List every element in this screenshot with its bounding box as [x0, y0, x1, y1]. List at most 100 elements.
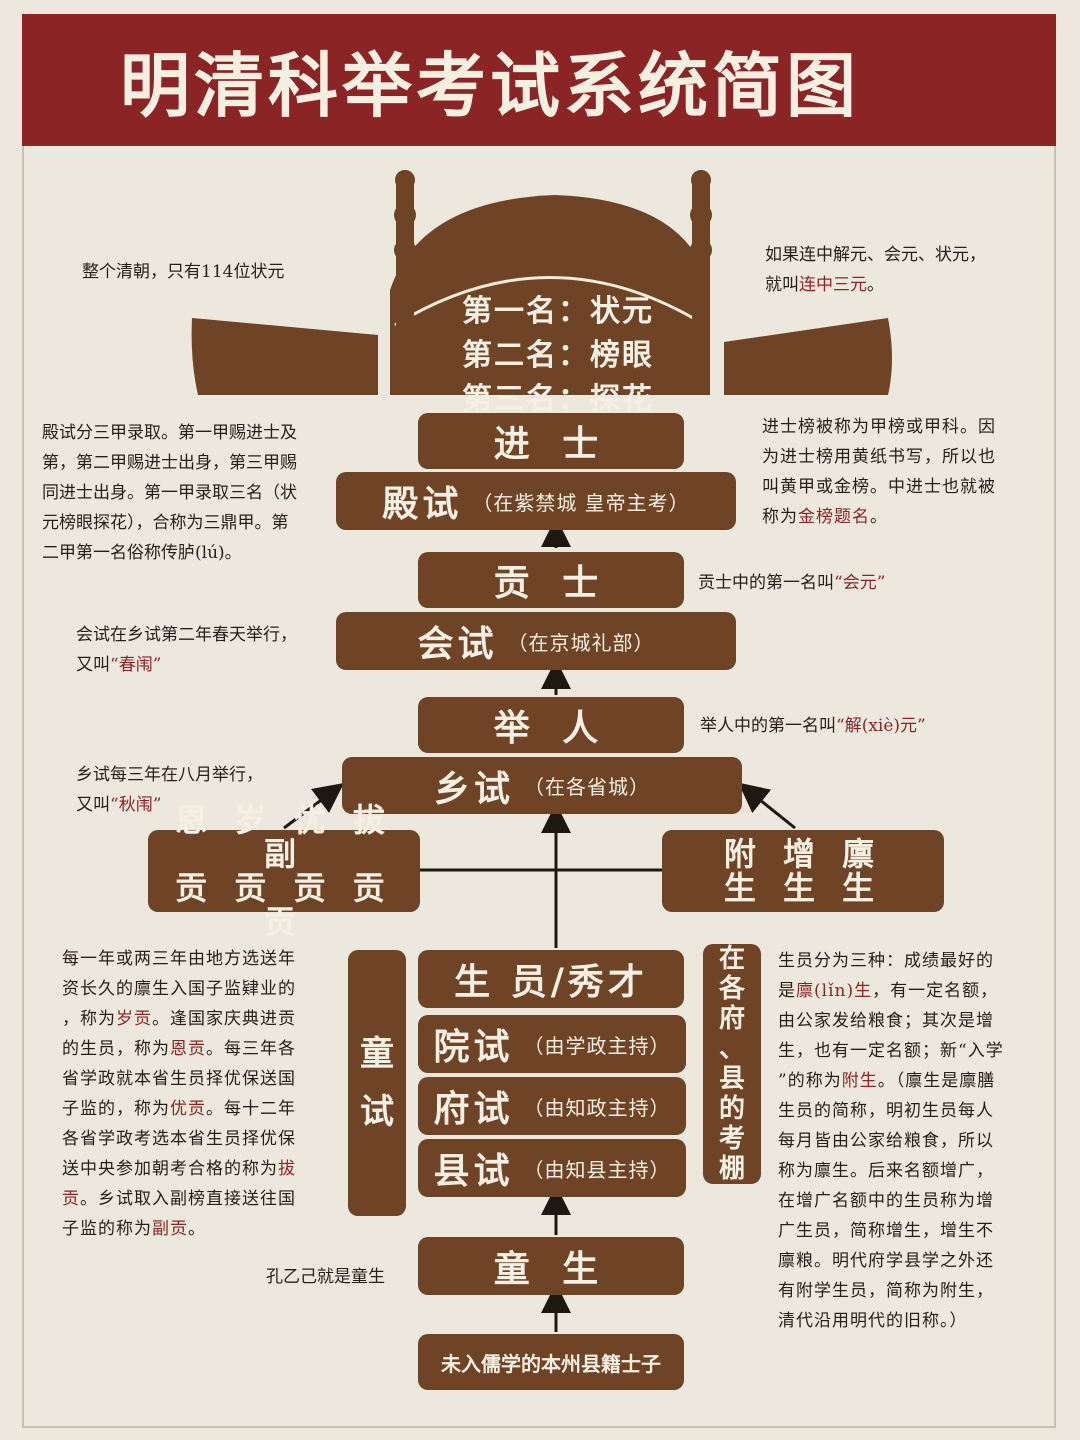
note-line: 贡。乡试取入副榜直接送往国: [62, 1184, 296, 1214]
note-dianshi: 殿试分三甲录取。第一甲赐进士及 第，第二甲赐进士出身，第三甲赐 同进士出身。第一…: [42, 418, 297, 568]
note-text: 每一年或两三年由地方选送年: [62, 949, 296, 969]
gong-row2: 贡 贡 贡 贡 贡: [175, 869, 393, 941]
note-line: 进士榜被称为甲榜或甲科。因: [762, 417, 996, 437]
note-text: 生员的简称，明初生员每人: [778, 1101, 994, 1121]
origin-label: 未入儒学的本州县籍士子: [441, 1351, 661, 1376]
box-origin: 未入儒学的本州县籍士子: [418, 1334, 684, 1390]
box-fushi: 府试（由知政主持）: [418, 1077, 686, 1135]
note-highlight: “会元”: [834, 573, 886, 593]
note-line: 为进士榜用黄纸书写，所以也: [762, 447, 996, 467]
note-text: 的生员，称为: [62, 1039, 170, 1059]
box-shengyuan: 生 员/秀才: [418, 950, 684, 1008]
xianshi-sub: （由知县主持）: [523, 1157, 671, 1182]
arrow-sheng-to-xiangshi: [738, 782, 796, 830]
shengyuan-label: 生 员/秀才: [454, 961, 648, 1003]
tongshi-char2: 试: [360, 1092, 394, 1132]
kaopeng-char: 考: [718, 1124, 745, 1154]
note-jinshi: 进士榜被称为甲榜或甲科。因 为进士榜用黄纸书写，所以也 叫黄甲或金榜。中进士也就…: [762, 412, 996, 532]
note-line: 第，第二甲赐进士出身，第三甲赐: [42, 453, 297, 473]
note-line: 如果连中解元、会元、状元，: [765, 245, 986, 265]
fushi-label: 府试: [433, 1088, 514, 1130]
juren-label: 举 人: [493, 707, 609, 749]
rank-third: 第三名：探花: [462, 382, 654, 417]
note-text: 廪粮。明代府学县学之外还: [778, 1251, 994, 1271]
huishi-label: 会试: [417, 623, 498, 665]
box-gongshi: 贡 士: [418, 552, 684, 608]
note-lianzhong: 如果连中解元、会元、状元， 就叫连中三元。: [765, 240, 986, 300]
note-line: 由公家发给粮食；其次是增: [778, 1006, 1004, 1036]
note-line: 有附学生员，简称为附生，: [778, 1276, 1004, 1306]
note-highlight: 金榜题名: [798, 507, 870, 527]
note-line: 广生员，简称增生，增生不: [778, 1216, 1004, 1246]
jinshi-label: 进 士: [493, 423, 609, 465]
note-line: 生，也有一定名额；新“入学: [778, 1036, 1004, 1066]
sheng-row2: 生 生 生: [723, 869, 883, 907]
note-text: 称为廪生。后来名额增广，: [778, 1161, 994, 1181]
huishi-sub: （在京城礼部）: [507, 630, 655, 655]
note-highlight: “秋闱”: [110, 795, 162, 815]
note-highlight: 岁贡: [116, 1009, 152, 1029]
box-yuanshi: 院试（由学政主持）: [418, 1015, 686, 1073]
note-text: 有附学生员，简称为附生，: [778, 1281, 994, 1301]
note-xiangshi: 乡试每三年在八月举行， 又叫“秋闱”: [76, 760, 263, 820]
note-text: 。每十二年: [206, 1099, 296, 1119]
xianshi-label: 县试: [433, 1150, 514, 1192]
note-line: 生员的简称，明初生员每人: [778, 1096, 1004, 1126]
note-text: 。: [870, 507, 888, 527]
note-text: 在增广名额中的生员称为增: [778, 1191, 994, 1211]
note-text: 举人中的第一名叫: [700, 716, 836, 736]
note-line: 同进士出身。第一甲录取三名（状: [42, 483, 297, 503]
kaopeng-char: 县: [718, 1064, 745, 1094]
note-highlight: “解(xiè)元”: [836, 716, 926, 736]
xiangshi-label: 乡试: [433, 767, 514, 810]
note-text: 又叫: [76, 795, 110, 815]
kaopeng-char: 府: [718, 1004, 745, 1034]
top-ranks: 第一名：状元 第二名：榜眼 第三名：探花: [462, 286, 662, 418]
note-line: 生员分为三种：成绩最好的: [778, 946, 1004, 976]
note-highlight: 廪(lǐn)生: [796, 981, 873, 1001]
title-bar: [22, 14, 1056, 146]
note-text: 。: [188, 1219, 206, 1239]
note-kongyiji: 孔乙己就是童生: [266, 1267, 385, 1287]
box-huishi: 会试 （在京城礼部）: [336, 612, 736, 670]
xiangshi-sub: （在各省城）: [524, 775, 650, 799]
dianshi-sub: （在紫禁城 皇帝主考）: [472, 490, 690, 515]
note-text: 各省学政考选本省生员择优保: [62, 1129, 296, 1149]
note-line: 子监的称为副贡。: [62, 1214, 296, 1244]
note-text: 由公家发给粮食；其次是增: [778, 1011, 994, 1031]
note-text: 是: [778, 981, 796, 1001]
note-line: 送中央参加朝考合格的称为拔: [62, 1154, 296, 1184]
note-line: 每一年或两三年由地方选送年: [62, 944, 296, 974]
note-line: 廪粮。明代府学县学之外还: [778, 1246, 1004, 1276]
note-zhuangyuan-count: 整个清朝，只有114位状元: [82, 262, 285, 282]
note-highlight: 优贡: [170, 1099, 206, 1119]
note-text: ，有一定名额，: [872, 981, 999, 1001]
note-highlight: 连中三元: [799, 275, 867, 295]
box-tongshi: 童 试: [348, 950, 406, 1216]
box-sheng-types: 附 增 廪 生 生 生: [662, 830, 944, 912]
note-huiyuan: 贡士中的第一名叫“会元”: [698, 568, 885, 598]
box-dianshi: 殿试（在紫禁城 皇帝主考）: [336, 472, 736, 530]
box-gong-types: 恩 岁 优 拔 副 贡 贡 贡 贡 贡: [148, 803, 420, 939]
note-line: 每月皆由公家给粮食，所以: [778, 1126, 1004, 1156]
note-line: 清代沿用明代的旧称。）: [778, 1306, 1004, 1336]
box-kaopeng: 在 各 府 、 县 的 考 棚: [703, 944, 761, 1184]
box-xiangshi: 乡试 （在各省城）: [342, 757, 742, 814]
note-line: 乡试每三年在八月举行，: [76, 765, 263, 785]
note-highlight: 恩贡: [170, 1039, 206, 1059]
note-text: ，称为: [62, 1009, 116, 1029]
note-text: 生员分为三种：成绩最好的: [778, 951, 994, 971]
note-text: 就叫: [765, 275, 799, 295]
gong-row1: 恩 岁 优 拔 副: [175, 801, 393, 873]
tongsheng-label: 童 生: [493, 1248, 609, 1290]
note-line: 资长久的廪生入国子监肄业的: [62, 974, 296, 1004]
note-text: 。逢国家庆典进贡: [152, 1009, 296, 1029]
kaopeng-char: 各: [718, 974, 745, 1004]
kaopeng-char: 在: [718, 944, 745, 974]
note-jieyuan: 举人中的第一名叫“解(xiè)元”: [700, 711, 926, 741]
box-juren: 举 人: [418, 697, 684, 753]
yuanshi-sub: （由学政主持）: [523, 1033, 671, 1058]
note-line: 称为金榜题名。: [762, 502, 996, 532]
note-text: 清代沿用明代的旧称。）: [778, 1311, 968, 1331]
